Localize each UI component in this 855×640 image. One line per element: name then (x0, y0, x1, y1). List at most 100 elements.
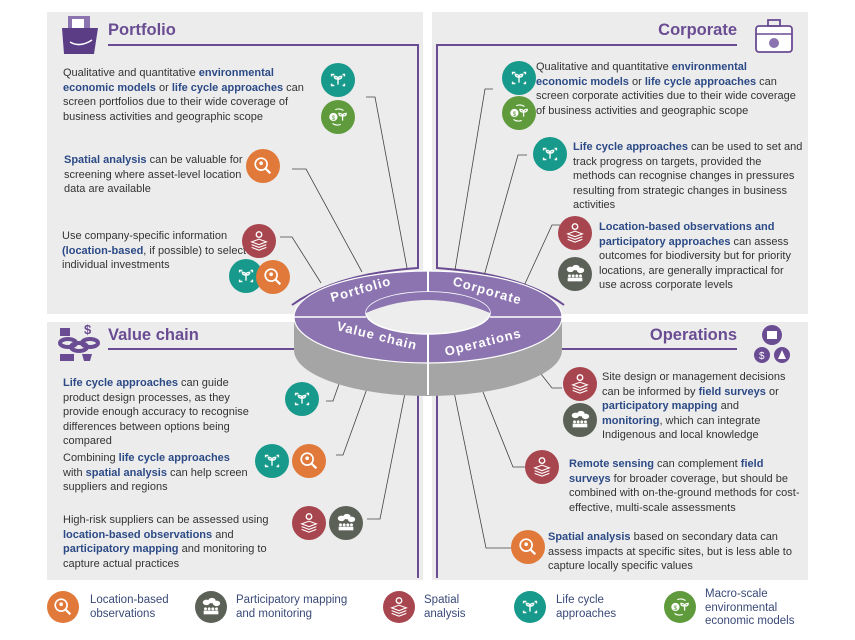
highlighted-term: monitoring (602, 414, 660, 427)
leader-line (366, 96, 408, 269)
text-segment: can complement (653, 458, 741, 470)
text-segment: Qualitative and quantitative (536, 61, 672, 73)
highlighted-term: Life cycle approaches (63, 377, 178, 389)
text-segment: Use company-specific information (62, 230, 228, 242)
leader-line (450, 376, 513, 549)
corporate-item-3: Location-based observations and particip… (599, 220, 804, 293)
text-segment: can screen portfolios due to their wide … (63, 81, 304, 123)
text-segment: , which can integrate Indigenous and loc… (602, 414, 761, 442)
leader-line (292, 168, 363, 273)
highlighted-term: Spatial analysis (64, 154, 147, 166)
text-segment: with (63, 466, 86, 479)
operations-item-3: Spatial analysis based on secondary data… (548, 530, 793, 574)
highlighted-term: Remote sensing (569, 458, 654, 470)
highlighted-term: participatory mapping (63, 543, 179, 555)
magnifier-pin-icon (511, 530, 545, 564)
layers-pin-icon (525, 450, 559, 484)
text-segment: , if possible) to select individual inve… (62, 244, 247, 272)
value-chain-icon: $ (58, 322, 100, 361)
text-segment: High-risk suppliers can be assessed usin… (63, 514, 269, 526)
leader-line (336, 371, 374, 456)
text-segment: can be valuable for screening where asse… (64, 154, 243, 195)
leader-line (483, 154, 527, 277)
portfolio-item-3: Use company-specific information (locati… (62, 229, 247, 273)
portfolio-frame-line (108, 44, 419, 306)
operations-item-2: Remote sensing can complement field surv… (569, 457, 804, 515)
corporate-item-2: Life cycle approaches can be used to set… (573, 140, 803, 213)
highlighted-term: Location-based observations and particip… (599, 221, 775, 248)
operations-item-1: Site design or management decisions can … (602, 370, 800, 443)
sprout-cycle-icon (502, 61, 536, 95)
sprout-cycle-icon (514, 591, 546, 623)
text-segment: Combining (63, 452, 119, 464)
highlighted-term: life cycle approaches (171, 81, 284, 94)
highlighted-term: Life cycle approaches (573, 141, 688, 153)
ring-diagram (293, 270, 563, 396)
panel-corporate (432, 12, 808, 314)
highlighted-term: life cycle approaches (118, 452, 230, 464)
leader-line (454, 88, 493, 271)
text-segment: and (717, 400, 739, 412)
legend-label: Location-based observations (90, 594, 169, 620)
legend-label: Life cycle approaches (556, 594, 617, 620)
value-chain-item-3: High-risk suppliers can be assessed usin… (63, 513, 291, 571)
legend-label: Spatial analysis (424, 594, 466, 620)
leader-line (367, 377, 409, 520)
operations-gear-icon: $ (754, 325, 790, 363)
layers-pin-icon (242, 224, 276, 258)
text-segment: can help screen suppliers and regions (63, 466, 248, 494)
sprout-cycle-icon (285, 382, 319, 416)
corporate-item-1: Qualitative and quantitative environment… (536, 60, 798, 118)
portfolio-item-1: Qualitative and quantitative environment… (63, 66, 321, 124)
text-segment: based on secondary data can assess impac… (548, 531, 792, 572)
leader-line (474, 371, 528, 468)
svg-text:$: $ (674, 605, 678, 612)
corporate-frame-line (436, 44, 737, 306)
money-sprout-icon: $ (321, 100, 355, 134)
sprout-cycle-icon (533, 137, 567, 171)
highlighted-term: (location-based (62, 244, 144, 257)
text-segment: can guide product design processes, as t… (63, 377, 249, 447)
layers-pin-icon (563, 367, 597, 401)
text-segment: can be used to set and track progress on… (573, 141, 803, 211)
people-speech-icon (563, 403, 597, 437)
svg-text:$: $ (332, 115, 336, 122)
value-chain-item-1: Life cycle approaches can guide product … (63, 376, 268, 449)
value-chain-title: Value chain (108, 326, 199, 344)
people-speech-icon (195, 591, 227, 623)
highlighted-term: life cycle approaches (644, 75, 757, 88)
corporate-title: Corporate (658, 21, 737, 39)
text-segment: can assess outcomes for biodiversity but… (599, 235, 791, 292)
svg-text:$: $ (759, 351, 765, 362)
leader-line (280, 236, 322, 284)
value-chain-item-2: Combining life cycle approaches with spa… (63, 451, 248, 495)
highlighted-term: environmental economic models (63, 67, 274, 94)
text-segment: Qualitative and quantitative (63, 67, 199, 79)
text-segment: for broader coverage, but should be comb… (569, 472, 800, 514)
portfolio-folder-icon (62, 16, 98, 54)
text-segment: and monitoring to capture actual practic… (63, 543, 267, 570)
magnifier-pin-icon (246, 149, 280, 183)
highlighted-term: Spatial analysis (548, 531, 631, 543)
operations-title: Operations (649, 326, 737, 344)
highlighted-term: field surveys (698, 385, 766, 398)
highlighted-term: environmental economic models (536, 61, 747, 88)
text-segment: Site design or management decisions can … (602, 371, 786, 398)
sprout-cycle-icon (321, 63, 355, 97)
svg-text:$: $ (84, 322, 92, 337)
text-segment: or (628, 75, 645, 88)
text-segment: or (765, 385, 779, 398)
legend-label: Macro-scale environmental economic model… (705, 588, 795, 627)
briefcase-icon (755, 19, 793, 53)
text-segment: or (155, 81, 172, 94)
magnifier-pin-icon (256, 260, 290, 294)
highlighted-term: field surveys (569, 458, 764, 485)
svg-text:$: $ (513, 111, 517, 118)
text-segment: can screen corporate activities due to t… (536, 75, 796, 117)
highlighted-term: participatory mapping (602, 400, 718, 412)
magnifier-pin-icon (292, 444, 326, 478)
portfolio-item-2: Spatial analysis can be valuable for scr… (64, 153, 244, 197)
portfolio-title: Portfolio (108, 21, 176, 39)
